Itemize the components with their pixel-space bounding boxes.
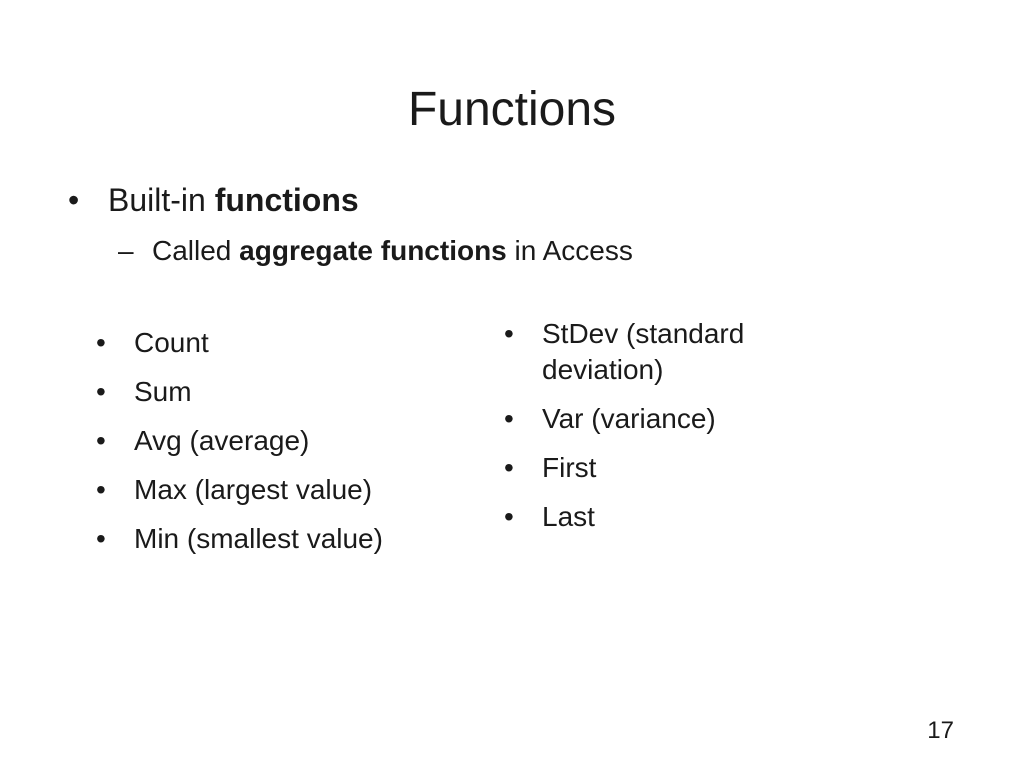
list-item: • Count (96, 325, 383, 361)
dash-marker: – (118, 235, 134, 266)
left-function-list: • Count • Sum • Avg (average) • Max (largest… (96, 325, 383, 570)
sub-bullet-text: Called aggregate functions in Access (152, 233, 633, 269)
bullet-marker: • (504, 501, 514, 532)
sub-bullet-bold: aggregate functions (239, 235, 507, 266)
bullet-marker: • (96, 474, 106, 505)
bullet-marker: • (96, 425, 106, 456)
list-item: • Min (smallest value) (96, 521, 383, 557)
list-item: • First (504, 450, 824, 486)
slide-title: Functions (407, 83, 617, 136)
bullet-marker: • (504, 452, 514, 483)
main-bullet-prefix: Built-in (108, 182, 215, 218)
bullet-marker: • (96, 376, 106, 407)
bullet-marker: • (504, 403, 514, 434)
bullet-marker: • (96, 327, 106, 358)
list-item-text: Min (smallest value) (134, 523, 383, 554)
list-item-text: Last (542, 501, 595, 532)
sub-bullet-suffix: in Access (506, 235, 633, 266)
bullet-marker: • (68, 182, 80, 218)
main-bullet-bold: functions (214, 182, 359, 218)
list-item: • Sum (96, 374, 383, 410)
list-item-text: Var (variance) (542, 403, 716, 434)
main-bullet-text: Built-in functions (108, 180, 359, 220)
list-item-text: First (542, 452, 597, 483)
list-item-text: Count (134, 327, 209, 358)
sub-bullet: – Called aggregate functions in Access (118, 233, 633, 269)
list-item: • Max (largest value) (96, 472, 383, 508)
page-number: 17 (927, 717, 954, 744)
main-bullet: • Built-in functions (68, 180, 359, 220)
list-item: • Last (504, 499, 824, 535)
right-function-list: • StDev (standard deviation) • Var (varian… (504, 316, 824, 548)
list-item-text: Max (largest value) (134, 474, 373, 505)
bullet-marker: • (504, 318, 514, 349)
bullet-marker: • (96, 523, 106, 554)
list-item-text: Sum (134, 376, 192, 407)
sub-bullet-prefix: Called (152, 235, 240, 266)
list-item: • StDev (standard deviation) (504, 316, 824, 388)
list-item: • Avg (average) (96, 423, 383, 459)
list-item-text: StDev (standard deviation) (542, 318, 745, 385)
list-item: • Var (variance) (504, 401, 824, 437)
list-item-text: Avg (average) (134, 425, 310, 456)
